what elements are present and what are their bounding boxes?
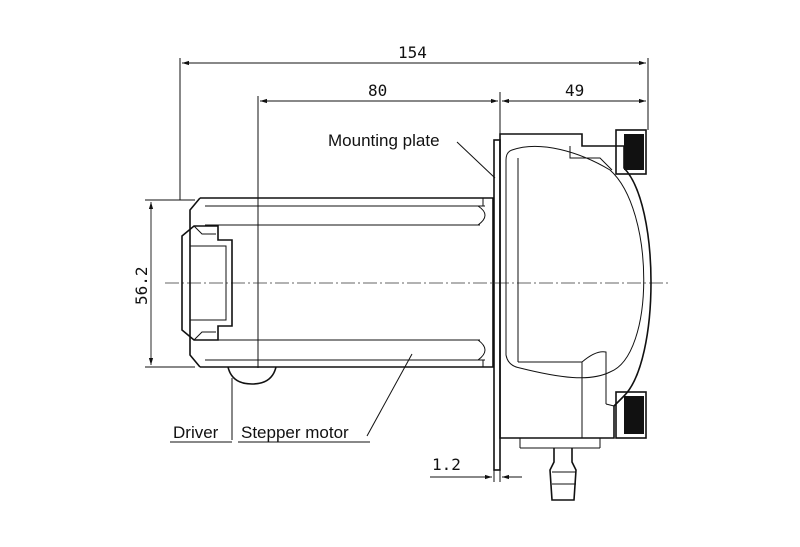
mounting-plate-label: Mounting plate: [328, 131, 440, 150]
dimension-total-length: 154: [179, 43, 649, 200]
bottom-knob: [615, 391, 647, 439]
top-knob: [615, 129, 647, 175]
label-driver: Driver: [170, 378, 233, 443]
dimension-1-2-text: 1.2: [432, 455, 461, 474]
dimension-56-2-text: 56.2: [132, 266, 151, 305]
stepper-motor-label: Stepper motor: [241, 423, 349, 442]
label-mounting-plate: Mounting plate: [328, 131, 496, 179]
stepper-motor-body: [189, 197, 494, 368]
driver-end-cap: [181, 225, 277, 385]
hose-barb: [549, 448, 577, 501]
mounting-plate: [493, 139, 501, 471]
dimension-head-length: 49: [502, 81, 646, 104]
dimension-80-text: 80: [368, 81, 387, 100]
dimension-49-text: 49: [565, 81, 584, 100]
label-stepper-motor: Stepper motor: [238, 353, 413, 443]
driver-connector: [227, 366, 277, 385]
pump-head: [499, 133, 652, 449]
dimension-motor-length: 80: [257, 81, 501, 368]
dimension-154-text: 154: [398, 43, 427, 62]
dimension-height: 56.2: [132, 199, 195, 368]
driver-label: Driver: [173, 423, 219, 442]
